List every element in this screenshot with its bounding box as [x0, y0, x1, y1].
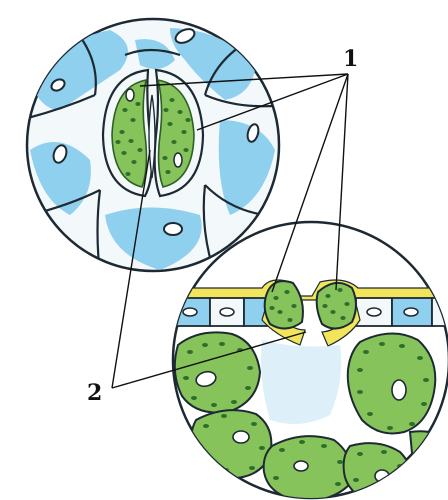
surface-view-panel: [20, 19, 285, 275]
callout-label-2: 2: [87, 380, 102, 406]
cross-section-panel: [170, 222, 448, 500]
callout-label-1: 1: [343, 46, 358, 72]
